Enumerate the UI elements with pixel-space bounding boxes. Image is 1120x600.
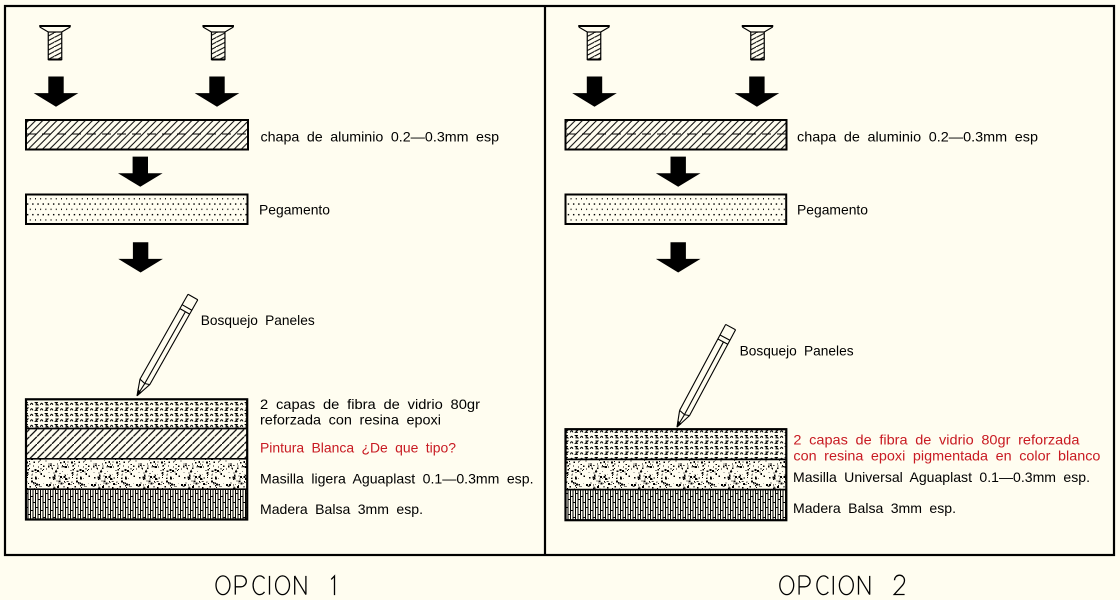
svg-text:Pegamento: Pegamento (797, 201, 868, 217)
svg-text:chapa de aluminio 0.2—0.3mm es: chapa de aluminio 0.2—0.3mm esp (797, 128, 1038, 144)
svg-text:Madera Balsa 3mm esp.: Madera Balsa 3mm esp. (260, 501, 423, 517)
svg-text:2 capas de fibra de vidrio 80g: 2 capas de fibra de vidrio 80gr reforzad… (793, 431, 1079, 447)
svg-text:reforzada con resina epoxi: reforzada con resina epoxi (260, 412, 441, 428)
svg-text:Bosquejo Paneles: Bosquejo Paneles (740, 342, 854, 358)
svg-text:2 capas de fibra de vidrio 80g: 2 capas de fibra de vidrio 80gr (260, 396, 480, 412)
svg-text:chapa de aluminio 0.2—0.3mm es: chapa de aluminio 0.2—0.3mm esp (261, 128, 500, 144)
svg-text:Bosquejo Paneles: Bosquejo Paneles (201, 312, 315, 328)
svg-text:Masilla Universal Aguaplast 0.: Masilla Universal Aguaplast 0.1—0.3mm es… (793, 469, 1090, 485)
svg-text:con resina epoxi pigmentada en: con resina epoxi pigmentada en color bla… (793, 447, 1100, 463)
svg-text:Pintura Blanca ¿De que tipo?: Pintura Blanca ¿De que tipo? (260, 439, 456, 455)
svg-text:Pegamento: Pegamento (259, 201, 330, 217)
svg-text:Madera Balsa 3mm esp.: Madera Balsa 3mm esp. (793, 500, 956, 516)
svg-text:Masilla ligera Aguaplast 0.1—0: Masilla ligera Aguaplast 0.1—0.3mm esp. (260, 471, 534, 487)
